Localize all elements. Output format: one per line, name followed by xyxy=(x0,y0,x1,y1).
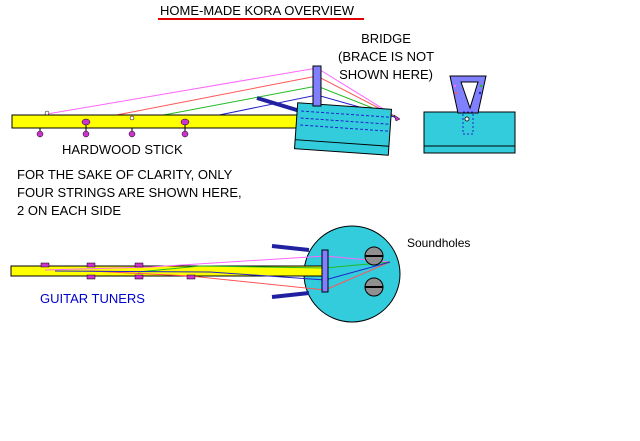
tuner-peg xyxy=(128,130,136,138)
tuner-peg xyxy=(134,274,144,280)
tuner-peg xyxy=(180,118,190,126)
bridge-label-line: BRIDGE xyxy=(361,31,411,46)
side-resonator xyxy=(293,102,393,156)
bridge-notch xyxy=(454,91,458,95)
bridge-label: BRIDGE (BRACE IS NOT SHOWN HERE) xyxy=(338,30,434,84)
hidden-stick-end xyxy=(462,111,474,135)
bridge-notch xyxy=(479,84,483,88)
resonator-seam xyxy=(295,139,389,147)
tuner-peg xyxy=(36,130,44,138)
tuner-peg xyxy=(86,262,96,268)
end-view-resonator xyxy=(423,111,516,154)
tuner-peg xyxy=(181,130,189,138)
handle-brace xyxy=(271,291,310,299)
tuner-peg xyxy=(134,262,144,268)
title-underline xyxy=(158,18,364,20)
soundholes-label: Soundholes xyxy=(407,236,471,250)
bridge-label-line: SHOWN HERE) xyxy=(339,67,433,82)
top-tuner-pegs xyxy=(40,262,196,280)
bridge-end-view xyxy=(423,75,516,154)
bridge-label-line: (BRACE IS NOT xyxy=(338,49,435,64)
clarity-note-line: FOR THE SAKE OF CLARITY, ONLY xyxy=(17,167,233,182)
side-tuner-pegs xyxy=(36,110,190,138)
top-string-pink xyxy=(44,255,391,271)
resonator-body xyxy=(293,102,393,156)
tuner-peg xyxy=(81,118,91,126)
bridge-end-view xyxy=(449,75,487,114)
tuner-peg-top xyxy=(44,110,50,116)
tuner-peg xyxy=(86,274,96,280)
guitar-tuners-label: GUITAR TUNERS xyxy=(40,291,145,306)
clarity-note-line: FOUR STRINGS ARE SHOWN HERE, xyxy=(17,185,242,200)
tuner-peg xyxy=(40,262,50,268)
brace-rod xyxy=(256,96,301,113)
top-view xyxy=(10,225,401,323)
side-bridge xyxy=(312,65,322,107)
stick-end-pin xyxy=(464,116,470,122)
handle-brace xyxy=(271,244,310,252)
top-string-green xyxy=(137,261,391,273)
bridge-string-notches xyxy=(453,84,483,95)
string-anchor xyxy=(393,114,401,122)
tuner-peg xyxy=(82,130,90,138)
clarity-note: FOR THE SAKE OF CLARITY, ONLY FOUR STRIN… xyxy=(17,166,242,220)
hardwood-stick-label: HARDWOOD STICK xyxy=(62,142,183,157)
hardwood-stick xyxy=(11,114,343,129)
tuner-peg-top xyxy=(129,115,135,121)
clarity-note-line: 2 ON EACH SIDE xyxy=(17,203,122,218)
soundholes xyxy=(364,246,384,297)
side-view xyxy=(11,65,401,156)
diagram-title: HOME-MADE KORA OVERVIEW xyxy=(160,3,355,18)
top-string-blue xyxy=(54,261,391,281)
top-string-red xyxy=(89,261,391,291)
bridge-notch xyxy=(478,91,482,95)
tuner-peg xyxy=(186,274,196,280)
bridge-notch xyxy=(453,84,457,88)
top-bridge xyxy=(321,249,329,293)
